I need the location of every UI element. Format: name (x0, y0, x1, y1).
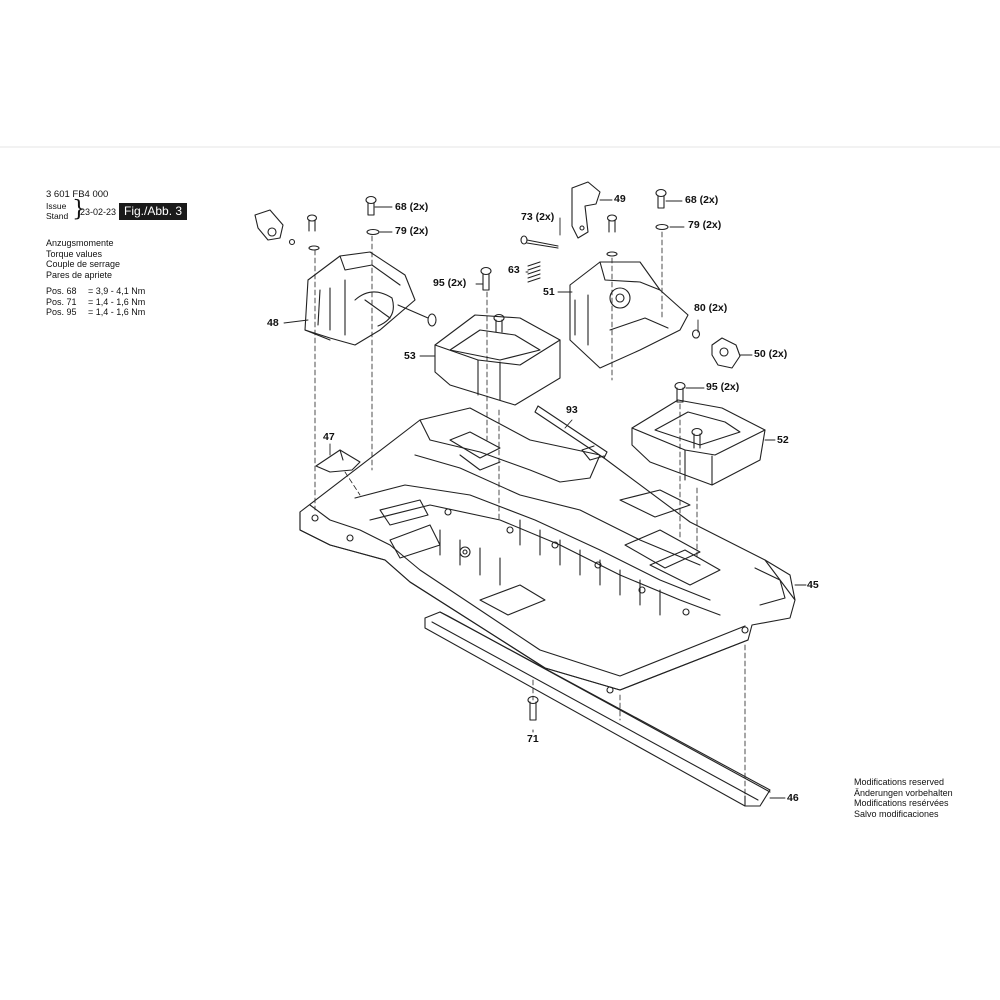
cover-53 (434, 313, 561, 406)
rail-46 (424, 611, 771, 807)
callout-79-right: 79 (2x) (688, 219, 722, 231)
torque-line-fr: Couple de serrage (46, 259, 121, 269)
callout-68-right: 68 (2x) (685, 194, 719, 206)
figure-label: Fig./Abb. 3 (119, 203, 188, 220)
callout-50: 50 (2x) (754, 348, 788, 360)
callout-68-left: 68 (2x) (395, 201, 429, 213)
screw-71 (527, 695, 539, 721)
torque-pos: Pos. 68 (46, 286, 77, 296)
knob-50 (711, 337, 741, 369)
washer-80 (691, 329, 701, 339)
issue-labels: Issue Stand (46, 201, 68, 221)
modifications-notice: Modifications reserved Änderungen vorbeh… (854, 777, 953, 819)
notice-line-fr: Modifications resérvées (854, 798, 949, 808)
screw-68-left (365, 195, 380, 236)
screw-right-small (606, 214, 618, 257)
callout-73: 73 (2x) (521, 211, 555, 223)
stand-label: Stand (46, 211, 69, 221)
screw-left-small (306, 214, 320, 251)
clip-part (254, 209, 296, 246)
callout-79-left: 79 (2x) (395, 225, 429, 237)
rod-93 (534, 405, 608, 461)
callout-47: 47 (323, 431, 335, 443)
torque-value: = 1,4 - 1,6 Nm (88, 296, 146, 307)
callout-51: 51 (543, 286, 555, 298)
torque-pos: Pos. 71 (46, 296, 77, 307)
torque-row: Pos. 95 = 1,4 - 1,6 Nm (46, 307, 145, 318)
clip-47 (315, 449, 361, 473)
torque-pos: Pos. 95 (46, 307, 77, 317)
callout-71: 71 (527, 733, 539, 745)
torque-line-de: Anzugsmomente (46, 238, 114, 248)
issue-label: Issue (46, 201, 67, 211)
torque-row: Pos. 71 = 1,4 - 1,6 Nm (46, 297, 145, 308)
torque-values: Pos. 68 = 3,9 - 4,1 Nm Pos. 71 = 1,4 - 1,6… (46, 286, 145, 318)
callout-80: 80 (2x) (694, 302, 728, 314)
callout-95-upper: 95 (2x) (433, 277, 467, 289)
screw-95-lower (674, 381, 686, 403)
spring-63 (527, 261, 541, 283)
callout-45: 45 (807, 579, 819, 591)
document-number: 3 601 FB4 000 (46, 189, 109, 200)
torque-value: = 3,9 - 4,1 Nm (88, 286, 146, 296)
cover-52 (631, 399, 766, 486)
screw-95-upper (480, 266, 492, 291)
pin-73 (520, 235, 559, 249)
callout-46: 46 (787, 792, 799, 804)
callout-93: 93 (566, 404, 578, 416)
torque-row: Pos. 68 = 3,9 - 4,1 Nm (46, 286, 145, 297)
issue-date: 23-02-23 (80, 207, 117, 217)
assembly-dash-lines (314, 231, 746, 797)
torque-heading: Anzugsmomente Torque values Couple de se… (46, 238, 120, 280)
housing-51 (569, 261, 689, 369)
base-plate-45 (299, 407, 796, 694)
callout-49: 49 (614, 193, 626, 205)
callout-48: 48 (267, 317, 279, 329)
brace-symbol: } (72, 197, 86, 222)
leader-lines (283, 199, 807, 799)
callout-95-lower: 95 (2x) (706, 381, 740, 393)
callout-52: 52 (777, 434, 789, 446)
bracket-49 (571, 181, 601, 239)
notice-line-en: Modifications reserved (854, 777, 945, 787)
notice-line-es: Salvo modificaciones (854, 808, 939, 819)
screw-68-right (655, 188, 669, 231)
torque-value: = 1,4 - 1,6 Nm (88, 307, 146, 317)
callout-53: 53 (404, 350, 416, 362)
housing-48 (304, 251, 416, 346)
callout-63: 63 (508, 264, 520, 276)
notice-line-de: Änderungen vorbehalten (854, 787, 953, 798)
pin-48 (397, 304, 437, 327)
torque-line-es: Pares de apriete (46, 269, 113, 280)
torque-line-en: Torque values (46, 248, 103, 259)
